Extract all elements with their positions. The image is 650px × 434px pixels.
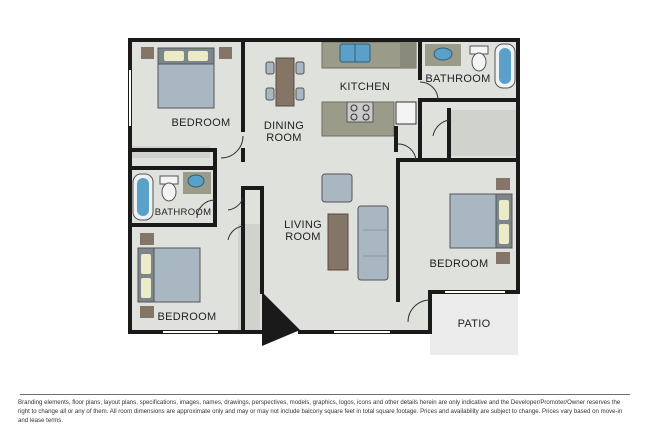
fridge-icon [395,101,417,125]
dining-table-icon [265,57,305,107]
room-label-patio: PATIO [458,318,491,330]
windows [129,70,505,333]
disclaimer-text: Branding elements, floor plans, layout p… [18,399,623,424]
divider [20,394,630,395]
living-room-furniture [321,173,389,281]
room-label-kitchen: KITCHEN [340,81,390,93]
coffee-table-icon [327,213,349,271]
room-label-bedroom-2: BEDROOM [158,311,217,323]
bed-icon-3 [449,178,513,264]
room-label-dining-room-2: ROOM [266,132,301,144]
room-label-bedroom-1: BEDROOM [172,117,231,129]
bathroom-fixtures-1 [425,43,516,89]
room-label-living-room-1: LIVING [284,219,322,231]
bathroom-fixtures-2 [132,172,211,221]
bed-icon [141,47,232,109]
room-label-bathroom-1: BATHROOM [425,73,490,85]
armchair-icon [321,173,353,203]
patio-floor [430,292,518,355]
room-label-bedroom-3: BEDROOM [430,258,489,270]
fireplace-icon [262,292,300,346]
room-label-living-room-2: ROOM [285,231,320,243]
bed-icon-2 [137,233,201,318]
floor-plan: BEDROOM DINING ROOM KITCHEN BATHROOM BAT… [128,38,520,355]
room-label-bathroom-2: BATHROOM [155,207,212,218]
stove-icon [346,101,374,123]
room-label-dining-room-1: DINING [264,120,304,132]
kitchen-counters [321,41,417,137]
door-swings [196,81,450,323]
sofa-icon [357,205,389,281]
